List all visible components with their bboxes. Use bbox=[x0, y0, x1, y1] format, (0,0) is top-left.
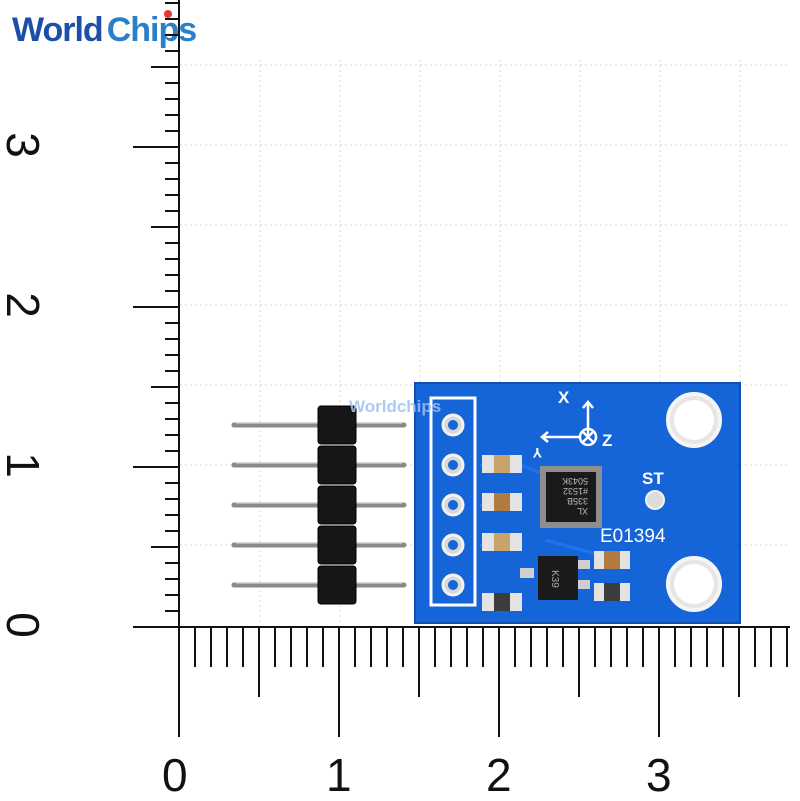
chip-marking-1: XL bbox=[577, 506, 588, 516]
ruler-y-label-0: 0 bbox=[0, 612, 49, 638]
header-plastic bbox=[317, 405, 357, 605]
regulator-marking: K39 bbox=[549, 570, 560, 588]
chip-marking-2: 335B bbox=[567, 496, 588, 506]
ruler-x-label-2: 2 bbox=[486, 749, 512, 801]
voltage-regulator: K39 bbox=[520, 556, 590, 600]
accelerometer-chip: XL 335B #1532 5043K bbox=[540, 466, 602, 528]
ruler-y-label-3: 3 bbox=[0, 132, 49, 158]
axis-z-label: Z bbox=[602, 431, 612, 450]
smd-capacitors bbox=[482, 455, 630, 611]
ruler-x-label-3: 3 bbox=[646, 749, 672, 801]
brand-logo-part1: World bbox=[12, 10, 104, 49]
mounting-holes bbox=[645, 392, 722, 612]
vertical-ruler bbox=[133, 0, 180, 628]
chip-marking-3: #1532 bbox=[563, 486, 588, 496]
brand-logo: World Chips bbox=[12, 8, 197, 52]
pin-header bbox=[231, 405, 407, 605]
brand-logo-part2: Chips bbox=[106, 10, 197, 49]
horizontal-ruler bbox=[178, 626, 790, 737]
solder-pads bbox=[441, 413, 465, 597]
axis-x-label: X bbox=[558, 388, 570, 407]
axis-symbol bbox=[540, 400, 598, 447]
ruler-x-label-0: 0 bbox=[162, 749, 188, 801]
brand-spark-icon bbox=[164, 10, 172, 18]
pcb-board: X Z Y ST E01394 XL 335B #1532 5043K K39 bbox=[349, 382, 741, 624]
chip-marking-4: 5043K bbox=[562, 476, 588, 486]
watermark: Worldchips bbox=[349, 397, 441, 416]
ruler-y-label-1: 1 bbox=[0, 452, 49, 478]
ruler-x-label-1: 1 bbox=[326, 749, 352, 801]
axis-y-label: Y bbox=[532, 445, 542, 461]
self-test-label: ST bbox=[642, 469, 664, 488]
ruler-y-label-2: 2 bbox=[0, 292, 49, 318]
part-number: E01394 bbox=[600, 526, 666, 547]
